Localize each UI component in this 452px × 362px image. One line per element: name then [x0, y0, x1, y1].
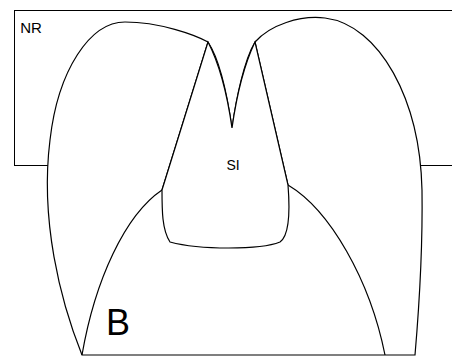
region-outline: B SI	[40, 12, 426, 358]
region-label: SI	[226, 158, 239, 172]
region-outline: SI	[160, 40, 292, 254]
outline-line	[162, 42, 289, 248]
outline-line	[47, 17, 422, 355]
region-label: NR	[20, 20, 42, 35]
region-label: B	[106, 305, 130, 341]
outline-shape	[160, 40, 292, 254]
